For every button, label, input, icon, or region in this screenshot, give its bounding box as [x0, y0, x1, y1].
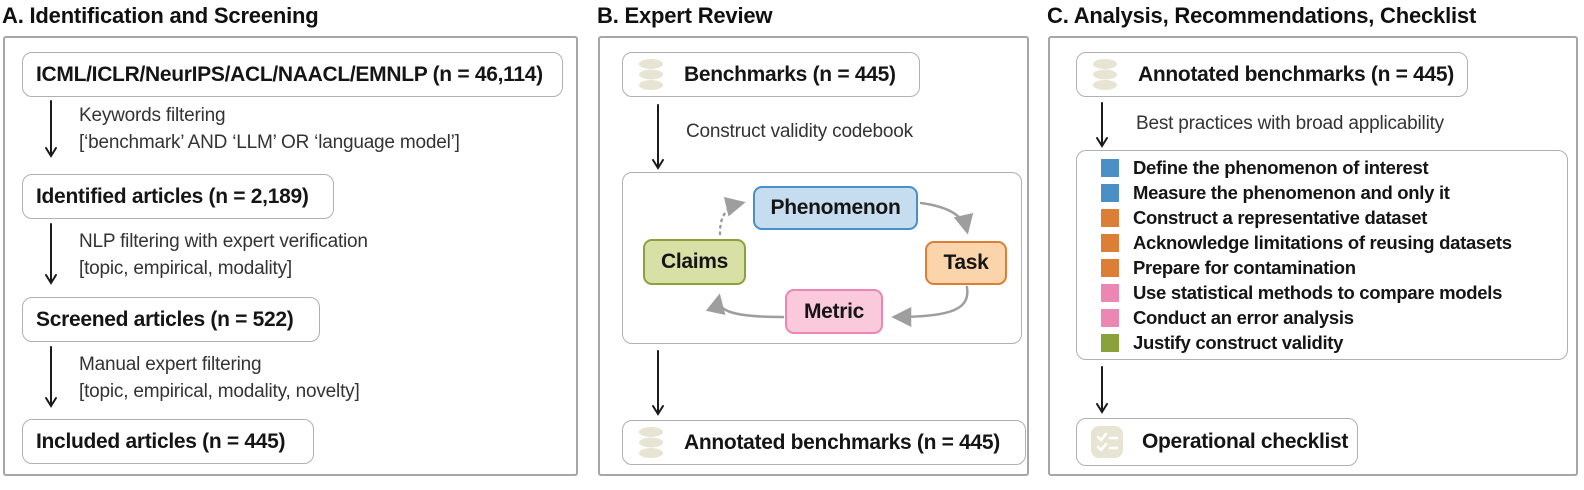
step-keywords-filtering: Keywords filtering [‘benchmark’ AND ‘LLM… — [79, 102, 460, 156]
recommendations-box: Define the phenomenon of interest Measur… — [1076, 150, 1568, 360]
recommendation-label: Acknowledge limitations of reusing datas… — [1133, 231, 1512, 253]
database-icon — [1093, 59, 1117, 90]
arrow-down-icon — [1096, 366, 1108, 414]
panel-b: Benchmarks (n = 445) Construct validity … — [598, 36, 1029, 476]
step-label-line2: [‘benchmark’ AND ‘LLM’ OR ‘language mode… — [79, 132, 460, 153]
category-swatch — [1101, 333, 1119, 352]
arrow-down-icon — [1096, 102, 1108, 148]
panel-a: ICML/ICLR/NeurIPS/ACL/NAACL/EMNLP (n = 4… — [3, 36, 578, 476]
panel-c: Annotated benchmarks (n = 445) Best prac… — [1048, 36, 1578, 476]
source-venues-box: ICML/ICLR/NeurIPS/ACL/NAACL/EMNLP (n = 4… — [22, 52, 563, 97]
recommendation-label: Justify construct validity — [1133, 331, 1344, 353]
category-swatch — [1101, 283, 1119, 302]
arrow-down-icon — [652, 350, 664, 416]
screened-articles-label: Screened articles (n = 522) — [36, 307, 294, 331]
arrow-task-to-metric — [891, 285, 969, 327]
category-swatch — [1101, 208, 1119, 227]
recommendation-label: Measure the phenomenon and only it — [1133, 181, 1450, 203]
recommendation-label: Use statistical methods to compare model… — [1133, 281, 1503, 303]
benchmarks-box: Benchmarks (n = 445) — [622, 52, 920, 97]
recommendation-item: Justify construct validity — [1101, 331, 1567, 353]
checklist-icon — [1091, 426, 1123, 458]
recommendation-item: Acknowledge limitations of reusing datas… — [1101, 231, 1567, 253]
arrow-down-icon — [45, 100, 57, 158]
recommendation-label: Prepare for contamination — [1133, 256, 1356, 278]
cycle-connector-arrows — [705, 196, 974, 327]
category-swatch — [1101, 308, 1119, 327]
recommendation-label: Construct a representative dataset — [1133, 206, 1428, 228]
annotated-benchmarks-box: Annotated benchmarks (n = 445) — [622, 420, 1026, 465]
operational-checklist-label: Operational checklist — [1142, 430, 1349, 453]
step-label-line2: [topic, empirical, modality] — [79, 258, 292, 279]
source-venues-label: ICML/ICLR/NeurIPS/ACL/NAACL/EMNLP (n = 4… — [36, 62, 543, 86]
annotated-benchmarks-box: Annotated benchmarks (n = 445) — [1076, 52, 1468, 97]
step-label-line2: [topic, empirical, modality, novelty] — [79, 381, 360, 402]
included-articles-label: Included articles (n = 445) — [36, 429, 286, 453]
arrow-down-icon — [45, 223, 57, 285]
panel-c-title: C. Analysis, Recommendations, Checklist — [1047, 3, 1477, 28]
database-icon — [639, 59, 663, 90]
arrow-down-icon — [45, 346, 57, 408]
recommendation-item: Measure the phenomenon and only it — [1101, 181, 1567, 203]
recommendation-item: Use statistical methods to compare model… — [1101, 281, 1567, 303]
database-icon — [639, 427, 663, 458]
annotated-benchmarks-label: Annotated benchmarks (n = 445) — [1138, 62, 1454, 86]
category-swatch — [1101, 233, 1119, 252]
category-swatch — [1101, 258, 1119, 277]
construct-validity-cycle: Phenomenon Task Claims Metric — [622, 172, 1022, 344]
step-label-line1: Keywords filtering — [79, 105, 226, 126]
arrow-phenomenon-to-task — [919, 201, 974, 235]
recommendation-label: Conduct an error analysis — [1133, 306, 1354, 328]
benchmarks-label: Benchmarks (n = 445) — [684, 62, 896, 86]
category-swatch — [1101, 158, 1119, 177]
included-articles-box: Included articles (n = 445) — [22, 419, 314, 464]
best-practices-step-label: Best practices with broad applicability — [1136, 113, 1444, 134]
operational-checklist-box: Operational checklist — [1076, 418, 1358, 466]
category-swatch — [1101, 183, 1119, 202]
recommendation-item: Conduct an error analysis — [1101, 306, 1567, 328]
arrow-metric-to-claims — [705, 293, 785, 319]
screened-articles-box: Screened articles (n = 522) — [22, 297, 320, 342]
panel-a-title: A. Identification and Screening — [2, 3, 319, 28]
recommendation-item: Define the phenomenon of interest — [1101, 156, 1567, 178]
metric-node: Metric — [785, 289, 883, 334]
task-node: Task — [925, 241, 1007, 285]
step-label-line1: Manual expert filtering — [79, 354, 262, 375]
identified-articles-box: Identified articles (n = 2,189) — [22, 174, 334, 219]
arrow-claims-to-phenomenon-dotted — [718, 196, 746, 236]
step-label-line1: NLP filtering with expert verification — [79, 231, 368, 252]
annotated-benchmarks-label: Annotated benchmarks (n = 445) — [684, 430, 1000, 454]
arrow-down-icon — [652, 104, 664, 170]
identified-articles-label: Identified articles (n = 2,189) — [36, 184, 309, 208]
step-manual-filtering: Manual expert filtering [topic, empirica… — [79, 351, 360, 405]
recommendation-item: Construct a representative dataset — [1101, 206, 1567, 228]
recommendation-label: Define the phenomenon of interest — [1133, 156, 1429, 178]
step-nlp-filtering: NLP filtering with expert verification [… — [79, 228, 368, 282]
panel-b-title: B. Expert Review — [597, 3, 773, 28]
codebook-step-label: Construct validity codebook — [686, 121, 913, 142]
recommendation-item: Prepare for contamination — [1101, 256, 1567, 278]
claims-node: Claims — [643, 239, 746, 285]
phenomenon-node: Phenomenon — [753, 186, 918, 230]
